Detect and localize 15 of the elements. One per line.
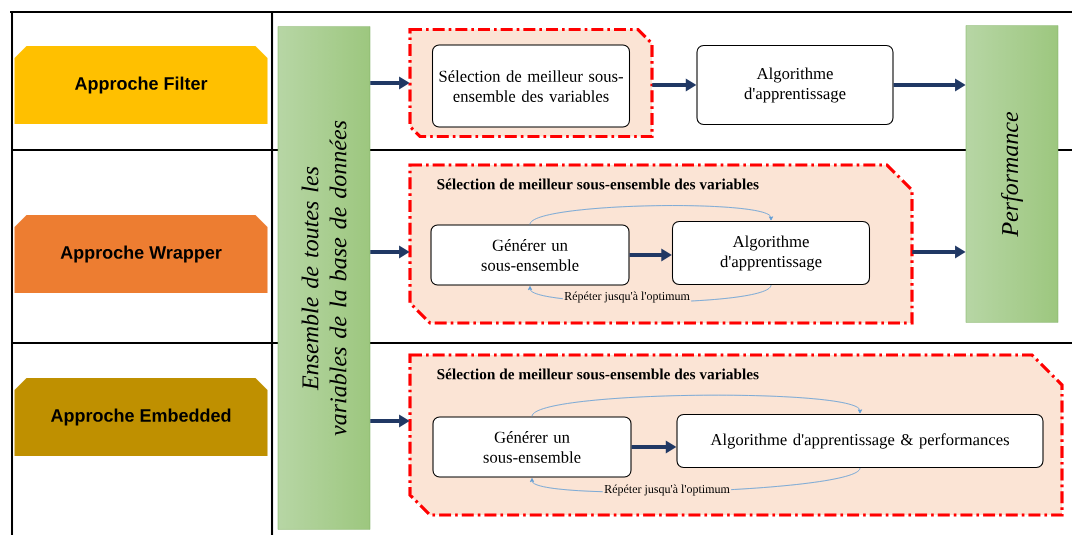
process-box: Sélection de meilleur sous-ensemble des variables (431, 44, 631, 128)
approach-tab: Approche Filter (14, 46, 268, 124)
process-box: Générer un sous-ensemble (430, 224, 630, 286)
approach-tab: Approche Embedded (14, 378, 268, 456)
process-box: Algorithme d'apprentissage (671, 220, 871, 286)
arrow (531, 394, 863, 417)
edge-label: Répéter jusqu'à l'optimum (602, 483, 732, 497)
process-box: Générer un sous-ensemble (432, 416, 632, 478)
rotated-label-bar: Performance (965, 25, 1059, 323)
edge-label: Répéter jusqu'à l'optimum (562, 290, 692, 304)
process-box: Algorithme d'apprentissage & performances (676, 413, 1044, 469)
rotated-label-bar: Ensemble de toutes les variables de la base de données (277, 26, 371, 530)
process-box: Algorithme d'apprentissage (696, 44, 894, 126)
approach-tab: Approche Wrapper (14, 215, 268, 293)
arrow (529, 205, 774, 225)
